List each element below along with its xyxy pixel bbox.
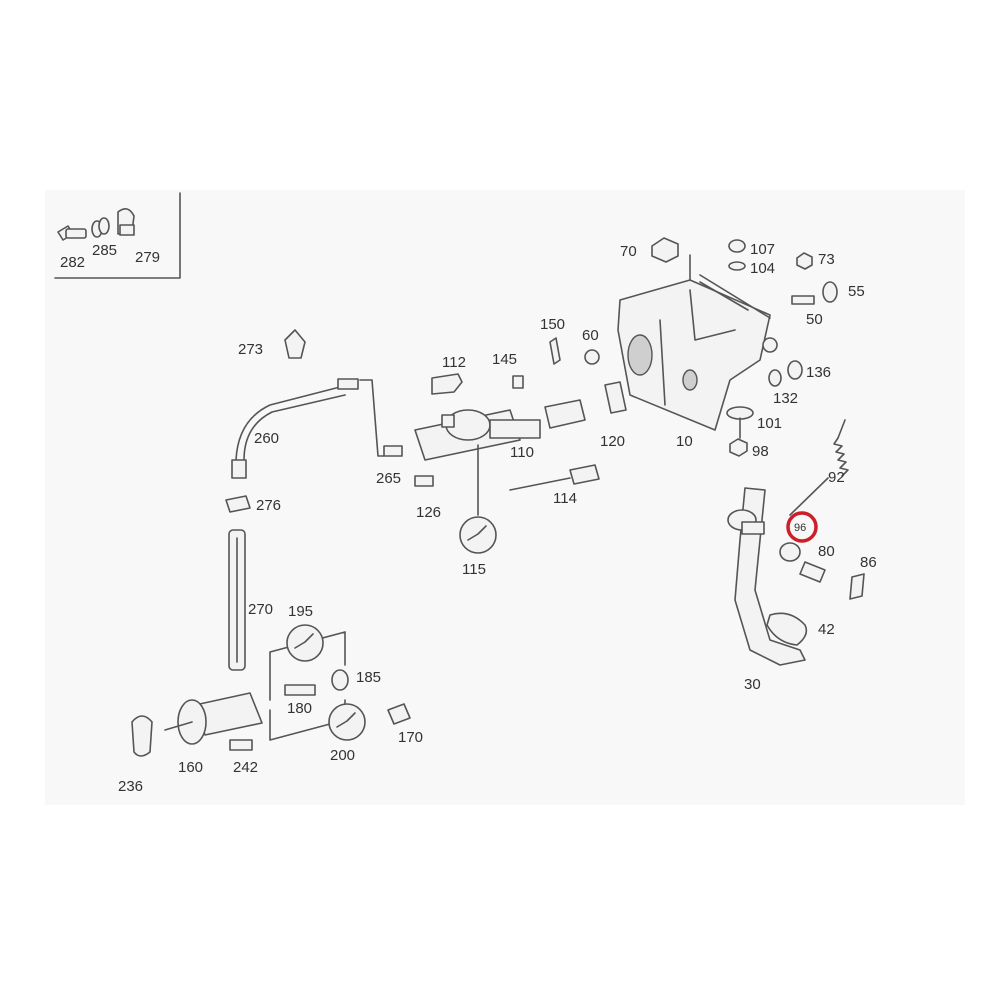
part-label-126: 126	[416, 504, 441, 521]
bolt-145	[512, 375, 524, 389]
part-label-273: 273	[238, 341, 263, 358]
part-label-276: 276	[256, 497, 281, 514]
pedal-bracket	[617, 254, 778, 431]
nut-107	[728, 239, 746, 253]
part-label-70: 70	[620, 243, 637, 260]
part-label-107: 107	[750, 241, 775, 258]
wrench-symbol-195	[286, 624, 324, 662]
hydraulic-line-260	[231, 378, 359, 479]
inset-label-282: 282	[60, 254, 85, 271]
fitting-112	[431, 373, 463, 395]
part-label-55: 55	[848, 283, 865, 300]
slave-cylinder-160	[164, 692, 263, 745]
inset-box	[54, 192, 181, 279]
master-cylinder-110	[414, 399, 586, 461]
wrench-symbol-200	[328, 703, 366, 741]
part-label-236: 236	[118, 778, 143, 795]
bushing-136	[787, 360, 803, 380]
part-label-180: 180	[287, 700, 312, 717]
gasket-120	[604, 381, 627, 414]
part-label-92: 92	[828, 469, 845, 486]
fitting-265	[383, 445, 403, 457]
gasket-236	[131, 715, 153, 757]
part-label-195: 195	[288, 603, 313, 620]
part-label-86: 86	[860, 554, 877, 571]
clip-86	[849, 573, 865, 600]
hose-270	[228, 529, 246, 671]
nut-55	[822, 281, 838, 303]
part-label-114: 114	[553, 490, 577, 507]
inset-bolt-282	[57, 225, 87, 241]
inset-label-285: 285	[92, 242, 117, 259]
pin-80	[799, 561, 826, 583]
part-label-260: 260	[254, 430, 279, 447]
bolt-170	[387, 703, 411, 725]
part-label-136: 136	[806, 364, 831, 381]
part-label-50: 50	[806, 311, 823, 328]
part-label-160: 160	[178, 759, 203, 776]
part-label-110: 110	[510, 444, 534, 461]
inset-washer-285	[91, 217, 110, 238]
part-label-265: 265	[376, 470, 401, 487]
part-label-120: 120	[600, 433, 625, 450]
part-label-104: 104	[750, 260, 775, 277]
part-label-150: 150	[540, 316, 565, 333]
washer-104	[728, 261, 746, 271]
clip-276	[225, 495, 251, 513]
bushing-96	[779, 542, 801, 562]
wrench-symbol-115	[459, 516, 497, 554]
inset-cap-279	[117, 208, 135, 236]
bleeder-180	[284, 684, 316, 696]
part-label-10: 10	[676, 433, 693, 450]
nut-98	[729, 438, 748, 457]
callout-labels: 282 285 279 70 107 104 73 55 50 150 60 273 112 145 136…	[60, 241, 877, 795]
bleeder-150	[549, 337, 561, 365]
part-label-242: 242	[233, 759, 258, 776]
part-label-170: 170	[398, 729, 423, 746]
part-label-98: 98	[752, 443, 769, 460]
part-label-60: 60	[582, 327, 599, 344]
highlighted-part-label: 96	[794, 522, 806, 534]
part-label-42: 42	[818, 621, 835, 638]
part-label-112: 112	[442, 354, 466, 371]
fitting-273	[284, 329, 306, 359]
part-label-73: 73	[818, 251, 835, 268]
clutch-pedal	[727, 487, 806, 666]
highlight-circle	[786, 511, 818, 543]
part-label-185: 185	[356, 669, 381, 686]
pedal-pad-42	[766, 612, 808, 646]
washer-60	[584, 349, 600, 365]
part-label-200: 200	[330, 747, 355, 764]
part-label-80: 80	[818, 543, 835, 560]
bolt-126	[414, 475, 434, 487]
part-label-101: 101	[757, 415, 782, 432]
part-label-270: 270	[248, 601, 273, 618]
nut-73	[796, 252, 813, 270]
bushing-132	[768, 369, 782, 387]
inset-label-279: 279	[135, 249, 160, 266]
pushrod-114	[509, 464, 600, 491]
bolt-50	[791, 295, 815, 305]
cap-185	[331, 669, 349, 691]
bolt-242	[229, 739, 253, 751]
part-label-132: 132	[773, 390, 798, 407]
part-label-115: 115	[462, 561, 486, 578]
part-label-30: 30	[744, 676, 761, 693]
return-spring-92	[789, 419, 849, 516]
nut-70	[651, 237, 679, 263]
part-label-145: 145	[492, 351, 517, 368]
stop-101	[726, 406, 754, 439]
